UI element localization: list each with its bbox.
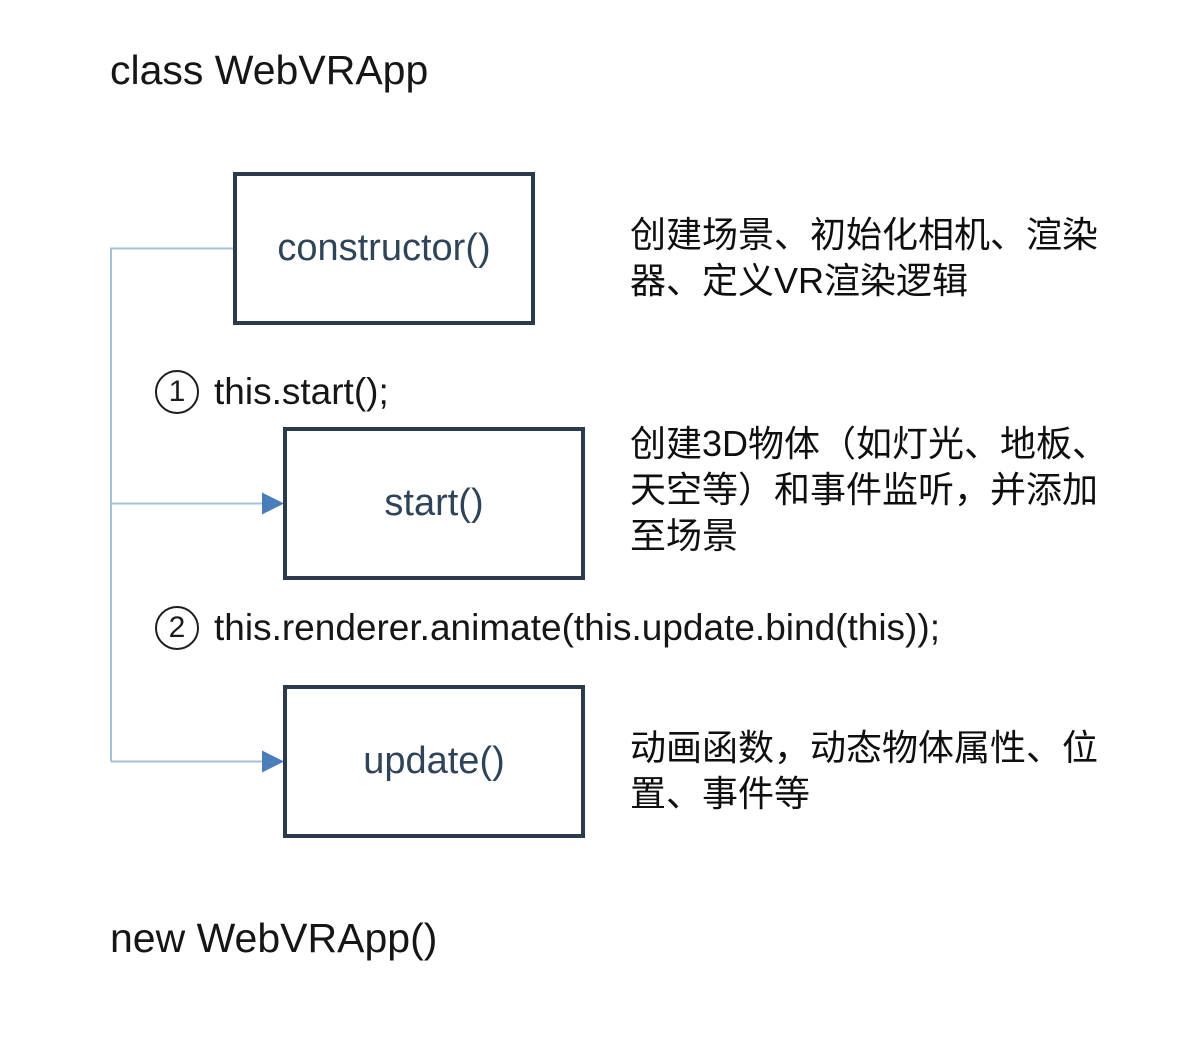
start-annotation-line: 创建3D物体（如灯光、地板、 bbox=[630, 423, 1109, 464]
start-box-label: start() bbox=[384, 482, 484, 524]
update-box: update() bbox=[283, 685, 585, 838]
arrowhead-update-icon bbox=[262, 750, 284, 773]
start-annotation-line: 至场景 bbox=[630, 515, 739, 556]
instantiation-text: new WebVRApp() bbox=[110, 915, 438, 961]
update-box-label: update() bbox=[363, 740, 505, 782]
connector-trunk-line bbox=[110, 247, 233, 762]
call-code-update: this.renderer.animate(this.update.bind(t… bbox=[214, 607, 940, 648]
update-annotation: 动画函数，动态物体属性、位 置、事件等 bbox=[630, 725, 1098, 817]
call-code-start: this.start(); bbox=[214, 371, 389, 412]
start-annotation: 创建3D物体（如灯光、地板、 天空等）和事件监听，并添加 至场景 bbox=[630, 421, 1108, 559]
circled-number-2-icon: 2 bbox=[155, 606, 199, 650]
class-title: class WebVRApp bbox=[110, 47, 429, 93]
circled-number-1-icon: 1 bbox=[155, 370, 199, 414]
call-label-update: 2 this.renderer.animate(this.update.bind… bbox=[155, 606, 940, 650]
constructor-annotation-line: 器、定义VR渲染逻辑 bbox=[630, 260, 969, 301]
update-annotation-line: 置、事件等 bbox=[630, 773, 811, 814]
start-annotation-line: 天空等）和事件监听，并添加 bbox=[630, 469, 1099, 510]
constructor-annotation-line: 创建场景、初始化相机、渲染 bbox=[630, 214, 1099, 255]
start-box: start() bbox=[283, 427, 585, 580]
update-annotation-line: 动画函数，动态物体属性、位 bbox=[630, 727, 1099, 768]
call-label-start: 1 this.start(); bbox=[155, 370, 389, 414]
constructor-box-label: constructor() bbox=[277, 227, 491, 269]
constructor-annotation: 创建场景、初始化相机、渲染 器、定义VR渲染逻辑 bbox=[630, 212, 1098, 304]
constructor-box: constructor() bbox=[233, 172, 535, 325]
arrowhead-start-icon bbox=[262, 492, 284, 515]
